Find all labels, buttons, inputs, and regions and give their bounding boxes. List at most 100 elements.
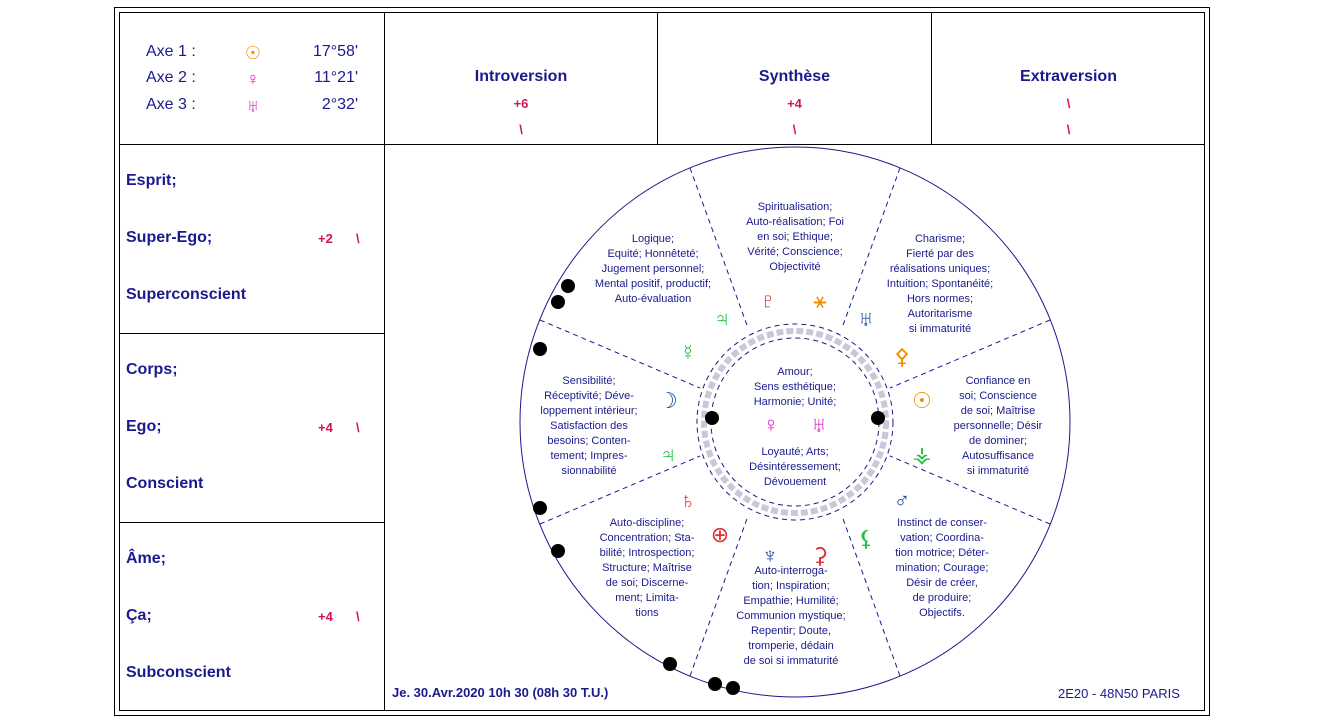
sextile-icon: ⚹ — [813, 288, 826, 313]
venus-icon: ♀ — [763, 412, 780, 437]
column-mark: \ — [519, 122, 523, 137]
sector-text-bottom: tion; Inspiration; — [752, 580, 830, 592]
uranus-icon: ♅ — [811, 412, 828, 437]
center-text-top: Harmonie; Unité; — [754, 396, 837, 408]
sector-text-left: Réceptivité; Déve- — [544, 390, 634, 402]
axe-label: Axe 1 : — [146, 43, 196, 60]
inner-ring-outer — [696, 323, 894, 521]
planet-dot — [705, 411, 719, 425]
moon-icon: ☽ — [658, 388, 678, 413]
column-mark: \ — [792, 122, 797, 137]
level-mark: \ — [356, 609, 360, 624]
sector-text-top: Spiritualisation; — [758, 201, 833, 213]
pluto-icon: ♇ — [760, 288, 777, 313]
axe-label: Axe 2 : — [146, 69, 196, 86]
sector-text-top-left: Equité; Honnêteté; — [607, 248, 698, 260]
saturn-icon: ♄ — [680, 488, 697, 513]
sector-text-bottom-right: mination; Courage; — [896, 562, 989, 574]
sector-text-right: de soi; Maîtrise — [961, 405, 1036, 417]
center-text-top: Sens esthétique; — [754, 381, 836, 393]
axe-value: 11°21' — [314, 69, 358, 86]
sector-text-top: en soi; Ethique; — [757, 231, 833, 243]
planet-dot — [726, 681, 740, 695]
sector-text-bottom: de soi si immaturité — [744, 655, 839, 667]
sector-text-bottom-right: vation; Coordina- — [900, 532, 984, 544]
level-value: +2 — [318, 231, 333, 246]
sector-text-bottom-right: tion motrice; Déter- — [895, 547, 989, 559]
sector-text-right: Confiance en — [966, 375, 1031, 387]
column-title-extraversion: Extraversion — [1020, 68, 1117, 85]
level-line: Subconscient — [126, 664, 231, 681]
sector-text-bottom: tromperie, dédain — [748, 640, 834, 652]
planet-dot — [561, 279, 575, 293]
sector-text-top-right: Autoritarisme — [908, 308, 973, 320]
divider — [931, 12, 932, 145]
planet-dot — [551, 295, 565, 309]
divider — [657, 12, 658, 145]
sector-text-bottom-left: Structure; Maîtrise — [602, 562, 692, 574]
sector-text-right: de dominer; — [969, 435, 1027, 447]
sector-text-bottom-right: Instinct de conser- — [897, 517, 987, 529]
sector-text-top-right: réalisations uniques; — [890, 263, 990, 275]
mercury-icon: ☿ — [680, 340, 697, 365]
center-text-top: Amour; — [777, 366, 812, 378]
sector-text-left: Satisfaction des — [550, 420, 628, 432]
sector-text-top: Objectivité — [769, 261, 820, 273]
sector-text-left: loppement intérieur; — [540, 405, 637, 417]
sector-text-bottom: Empathie; Humilité; — [743, 595, 838, 607]
venus-icon: ♀ — [246, 69, 260, 89]
center-text-bottom: Désintéressement; — [749, 461, 841, 473]
divider — [119, 333, 384, 334]
sector-text-left: sionnabilité — [561, 465, 616, 477]
sector-text-right: Autosuffisance — [962, 450, 1034, 462]
jupiter-icon: ♃ — [660, 442, 677, 467]
column-value: \ — [1066, 96, 1071, 111]
level-value: +4 — [318, 420, 333, 435]
uranus-icon: ♅ — [858, 306, 875, 331]
sector-text-bottom: Repentir; Doute, — [751, 625, 831, 637]
sector-text-top-right: Fierté par des — [906, 248, 974, 260]
level-line: Superconscient — [126, 286, 247, 303]
sun-icon: ☉ — [244, 43, 262, 63]
sector-text-right: personnelle; Désir — [954, 420, 1043, 432]
inner-frame — [119, 12, 1205, 711]
sector-text-bottom-left: Concentration; Sta- — [600, 532, 695, 544]
earth-icon: ⊕ — [711, 522, 729, 547]
sector-text-bottom-right: Désir de créer, — [906, 577, 978, 589]
sector-dividers — [539, 167, 1051, 677]
planet-dots — [533, 279, 885, 695]
level-line: Ego; — [126, 418, 162, 435]
outer-frame — [114, 7, 1210, 716]
column-title-synthese: Synthèse — [758, 68, 831, 85]
sun-icon: ☉ — [912, 388, 932, 413]
sector-text-bottom-left: Auto-discipline; — [610, 517, 685, 529]
level-line: Corps; — [126, 361, 178, 378]
level-line: Super-Ego; — [126, 229, 213, 246]
center-text-bottom: Dévouement — [764, 476, 826, 488]
column-value: +4 — [787, 96, 802, 111]
level-line: Âme; — [126, 550, 167, 567]
inner-ring-band — [701, 328, 889, 516]
sector-text-right: si immaturité — [967, 465, 1029, 477]
sector-text-bottom-left: tions — [635, 607, 659, 619]
mars-icon: ♂ — [894, 488, 911, 513]
pallas-icon: ⚴ — [894, 344, 910, 369]
column-value: +6 — [513, 96, 529, 111]
planet-dot — [533, 342, 547, 356]
footer-location: 2E20 - 48N50 PARIS — [1058, 686, 1180, 701]
axe-value: 17°58' — [312, 43, 358, 60]
sector-text-top-left: Logique; — [632, 233, 674, 245]
level-mark: \ — [356, 420, 360, 435]
sector-text-top-left: Auto-évaluation — [615, 293, 691, 305]
sector-text-top-right: Hors normes; — [907, 293, 973, 305]
sector-text-bottom-right: Objectifs. — [919, 607, 965, 619]
jupiter-icon: ♃ — [714, 306, 731, 331]
sector-text-bottom-left: de soi; Discerne- — [606, 577, 689, 589]
ceres-icon: ⚳ — [812, 543, 828, 568]
level-line: Esprit; — [126, 172, 177, 189]
planet-dot — [663, 657, 677, 671]
sector-text-top: Vérité; Conscience; — [747, 246, 842, 258]
sector-text-right: soi; Conscience — [959, 390, 1037, 402]
divider — [119, 522, 384, 523]
